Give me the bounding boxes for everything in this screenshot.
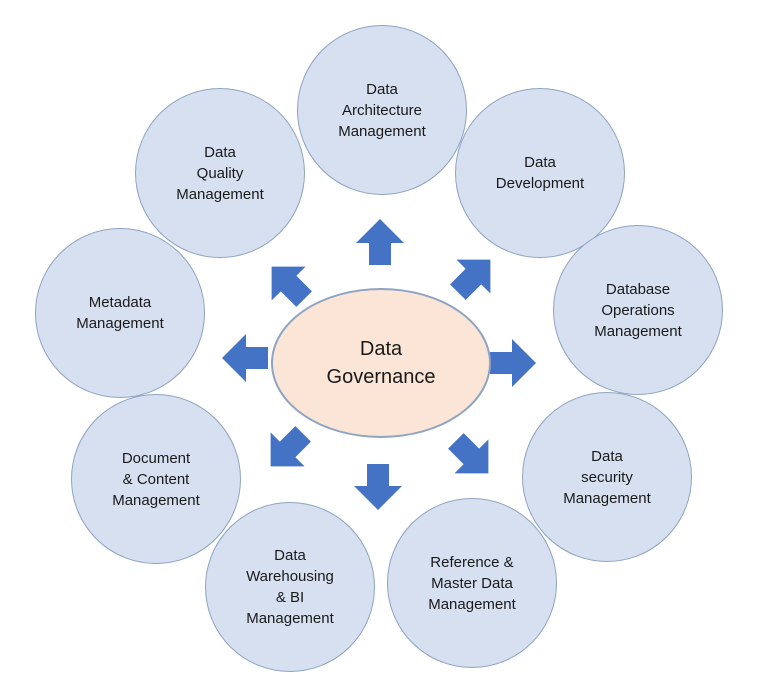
- arrow-up: [356, 219, 404, 265]
- node-data-quality: Data Quality Management: [135, 88, 305, 258]
- arrow-left: [222, 334, 268, 382]
- node-label: Data security Management: [563, 447, 651, 507]
- node-label: Reference & Master Data Management: [428, 553, 516, 613]
- center-label: Data Governance: [326, 338, 436, 388]
- node-data-development: Data Development: [455, 88, 625, 258]
- node-metadata: Metadata Management: [35, 228, 205, 398]
- node-label: Metadata Management: [76, 294, 164, 332]
- node-reference-master-data: Reference & Master Data Management: [387, 498, 557, 668]
- center-node-data-governance: Data Governance: [271, 288, 491, 438]
- node-label: Data Architecture Management: [338, 80, 426, 140]
- arrow-down-left: [270, 426, 311, 467]
- node-label: Database Operations Management: [594, 280, 682, 340]
- arrow-right: [490, 339, 536, 387]
- arrow-down-right: [448, 433, 489, 474]
- node-document-content: Document & Content Management: [71, 394, 241, 564]
- node-data-security: Data security Management: [522, 392, 692, 562]
- node-database-operations: Database Operations Management: [553, 225, 723, 395]
- node-label: Data Quality Management: [176, 143, 264, 203]
- node-label: Data Development: [495, 154, 585, 192]
- arrow-down: [354, 464, 402, 510]
- node-label: Document & Content Management: [112, 449, 200, 509]
- node-label: Data Warehousing & BI Management: [246, 547, 334, 627]
- arrow-up-right: [450, 259, 491, 300]
- node-data-architecture: Data Architecture Management: [297, 25, 467, 195]
- node-data-warehousing-bi: Data Warehousing & BI Management: [205, 502, 375, 672]
- arrow-up-left: [271, 266, 312, 307]
